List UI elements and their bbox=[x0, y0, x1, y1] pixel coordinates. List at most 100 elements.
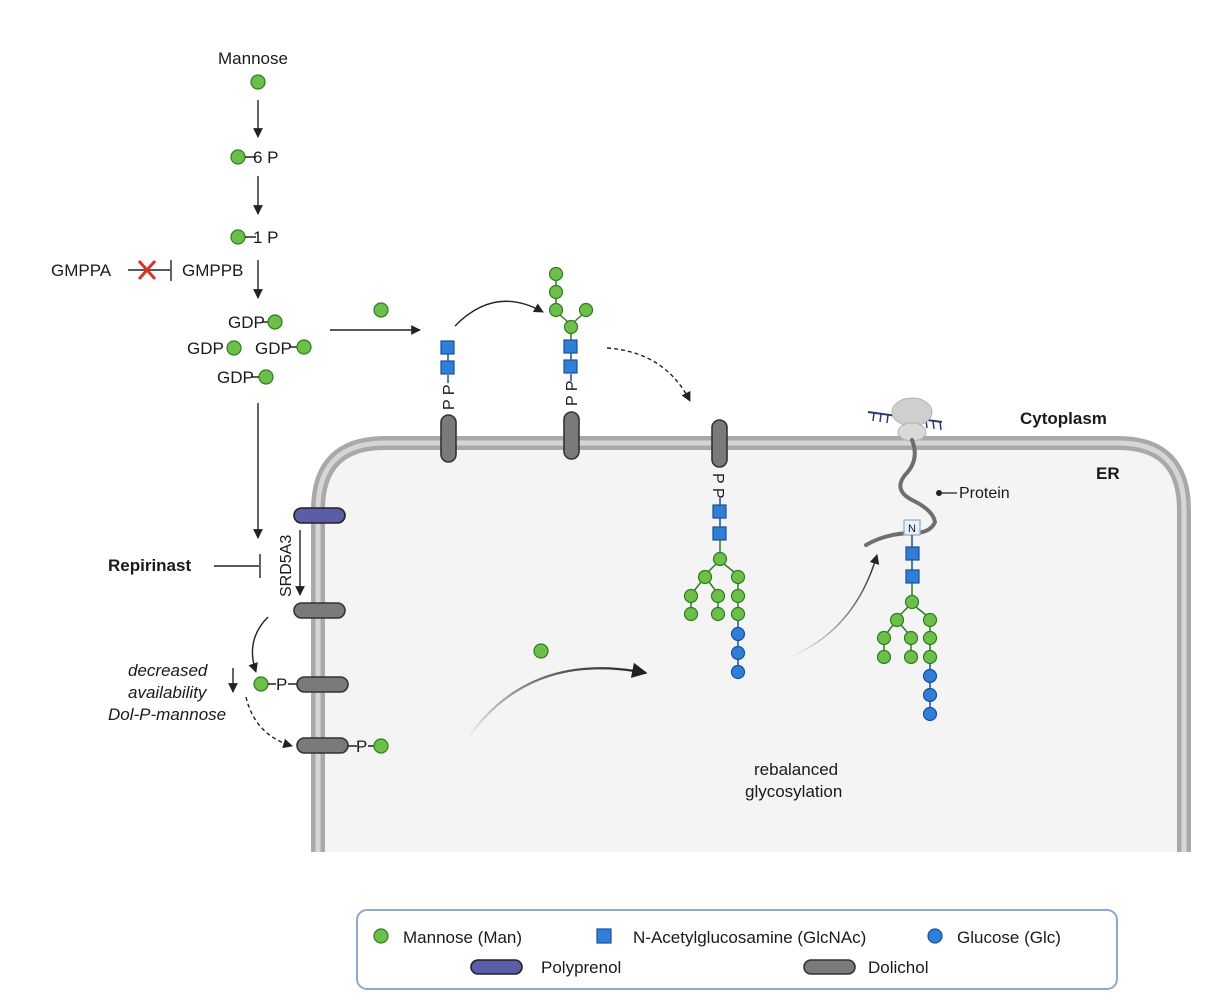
glcnac-icon bbox=[905, 546, 920, 561]
mannose-icon bbox=[876, 649, 892, 665]
mannose-6p-icon bbox=[230, 149, 246, 165]
er-label: ER bbox=[1096, 464, 1120, 483]
mannose-icon bbox=[250, 74, 266, 90]
glucose-icon bbox=[730, 645, 746, 661]
glcnac-icon bbox=[712, 504, 727, 519]
dol-p-phosphate-label: P bbox=[356, 737, 367, 756]
mannose-icon bbox=[563, 319, 579, 335]
protein-glycan bbox=[876, 535, 938, 722]
free-mannose-icon bbox=[373, 302, 389, 318]
srd5a3-label: SRD5A3 bbox=[278, 535, 295, 597]
mannose-icon bbox=[710, 606, 726, 622]
mannose-icon bbox=[578, 302, 594, 318]
gdp-mannose-icon bbox=[226, 340, 242, 356]
protein-label: Protein bbox=[959, 485, 1010, 502]
mannose-icon bbox=[710, 588, 726, 604]
mannose-icon bbox=[683, 606, 699, 622]
legend-glcnac-icon bbox=[596, 928, 612, 944]
decreased-line2: availability bbox=[128, 683, 208, 702]
dolichol-anchor bbox=[296, 676, 349, 693]
dol-p-mannose-icon bbox=[253, 676, 269, 692]
polyprenol-anchor bbox=[293, 507, 346, 524]
pp-label: P P bbox=[441, 385, 458, 411]
legend: Mannose (Man) N-Acetylglucosamine (GlcNA… bbox=[356, 909, 1118, 990]
pp-label: P P bbox=[709, 473, 726, 499]
legend-mannose-label: Mannose (Man) bbox=[403, 928, 522, 947]
mannose-icon bbox=[683, 588, 699, 604]
gmppa-label: GMPPA bbox=[51, 261, 112, 280]
arrow-dolichol-to-dolp bbox=[248, 616, 269, 673]
gdp-label: GDP bbox=[228, 313, 265, 332]
asparagine-label: N bbox=[908, 523, 916, 535]
mannose-icon bbox=[548, 302, 564, 318]
dolichol-anchor bbox=[293, 602, 346, 619]
mannose-icon bbox=[922, 649, 938, 665]
dolichol-anchor bbox=[440, 414, 457, 463]
dol-p-phosphate-label: P bbox=[276, 675, 287, 694]
legend-box bbox=[356, 909, 1118, 990]
gdp-label: GDP bbox=[255, 339, 292, 358]
llo-man5glcnac2: P P bbox=[548, 266, 594, 460]
gdp-label: GDP bbox=[217, 368, 254, 387]
cytoplasm-label: Cytoplasm bbox=[1020, 409, 1107, 428]
gmppb-label: GMPPB bbox=[182, 261, 243, 280]
arrow-dashed-flip bbox=[245, 696, 293, 749]
glcnac-icon bbox=[712, 526, 727, 541]
rebalanced-line2: glycosylation bbox=[745, 782, 842, 801]
glucose-icon bbox=[730, 664, 746, 680]
gdp-mannose-icon bbox=[296, 339, 312, 355]
decreased-line1: decreased bbox=[128, 661, 208, 680]
legend-glucose-label: Glucose (Glc) bbox=[957, 928, 1061, 947]
glcnac-icon bbox=[440, 360, 455, 375]
legend-polyprenol-icon bbox=[470, 959, 523, 975]
mannose-icon bbox=[548, 284, 564, 300]
inhibition-x-icon bbox=[137, 260, 157, 280]
mannose-1p-icon bbox=[230, 229, 246, 245]
mannose-icon bbox=[712, 551, 728, 567]
mannose-icon bbox=[730, 588, 746, 604]
gdp-mannose-icon bbox=[267, 314, 283, 330]
glucose-icon bbox=[922, 668, 938, 684]
legend-polyprenol-label: Polyprenol bbox=[541, 958, 621, 977]
mannose-1p-label: 1 P bbox=[253, 228, 279, 247]
mannose-icon bbox=[889, 612, 905, 628]
dolichol-anchor bbox=[711, 419, 728, 468]
legend-glcnac-label: N-Acetylglucosamine (GlcNAc) bbox=[633, 928, 866, 947]
dolichol-anchor bbox=[563, 411, 580, 460]
arrow-flip-dashed bbox=[606, 347, 691, 402]
free-mannose-icon bbox=[533, 643, 549, 659]
mannose-icon bbox=[730, 569, 746, 585]
glucose-icon bbox=[730, 626, 746, 642]
legend-dolichol-icon bbox=[803, 959, 856, 975]
mannose-icon bbox=[922, 630, 938, 646]
mannose-icon bbox=[548, 266, 564, 282]
arrow-llo1-to-llo2 bbox=[454, 300, 544, 327]
mannose-6p-label: 6 P bbox=[253, 148, 279, 167]
glcnac-icon bbox=[563, 359, 578, 374]
glucose-icon bbox=[922, 687, 938, 703]
ribosome-icon bbox=[867, 397, 943, 442]
gdp-mannose-icon bbox=[258, 369, 274, 385]
legend-mannose-icon bbox=[373, 928, 389, 944]
mannose-label: Mannose bbox=[218, 49, 288, 68]
llo-glcnac2: P P bbox=[440, 340, 458, 463]
mannose-icon bbox=[904, 594, 920, 610]
glcnac-icon bbox=[563, 339, 578, 354]
repirinast-label: Repirinast bbox=[108, 556, 191, 575]
dol-p-mannose-icon bbox=[373, 738, 389, 754]
pp-label: P P bbox=[564, 381, 581, 407]
mannose-icon bbox=[697, 569, 713, 585]
er-compartment bbox=[311, 436, 1191, 852]
gdp-label: GDP bbox=[187, 339, 224, 358]
mannose-icon bbox=[903, 649, 919, 665]
dolichol-anchor bbox=[296, 737, 349, 754]
mannose-icon bbox=[903, 630, 919, 646]
glucose-icon bbox=[922, 706, 938, 722]
glcnac-icon bbox=[440, 340, 455, 355]
llo-glc3man9glcnac2: P P bbox=[683, 419, 746, 680]
decreased-line3: Dol-P-mannose bbox=[108, 705, 226, 724]
arrow-transfer-to-protein bbox=[789, 554, 880, 658]
mannose-icon bbox=[922, 612, 938, 628]
legend-dolichol-label: Dolichol bbox=[868, 958, 928, 977]
